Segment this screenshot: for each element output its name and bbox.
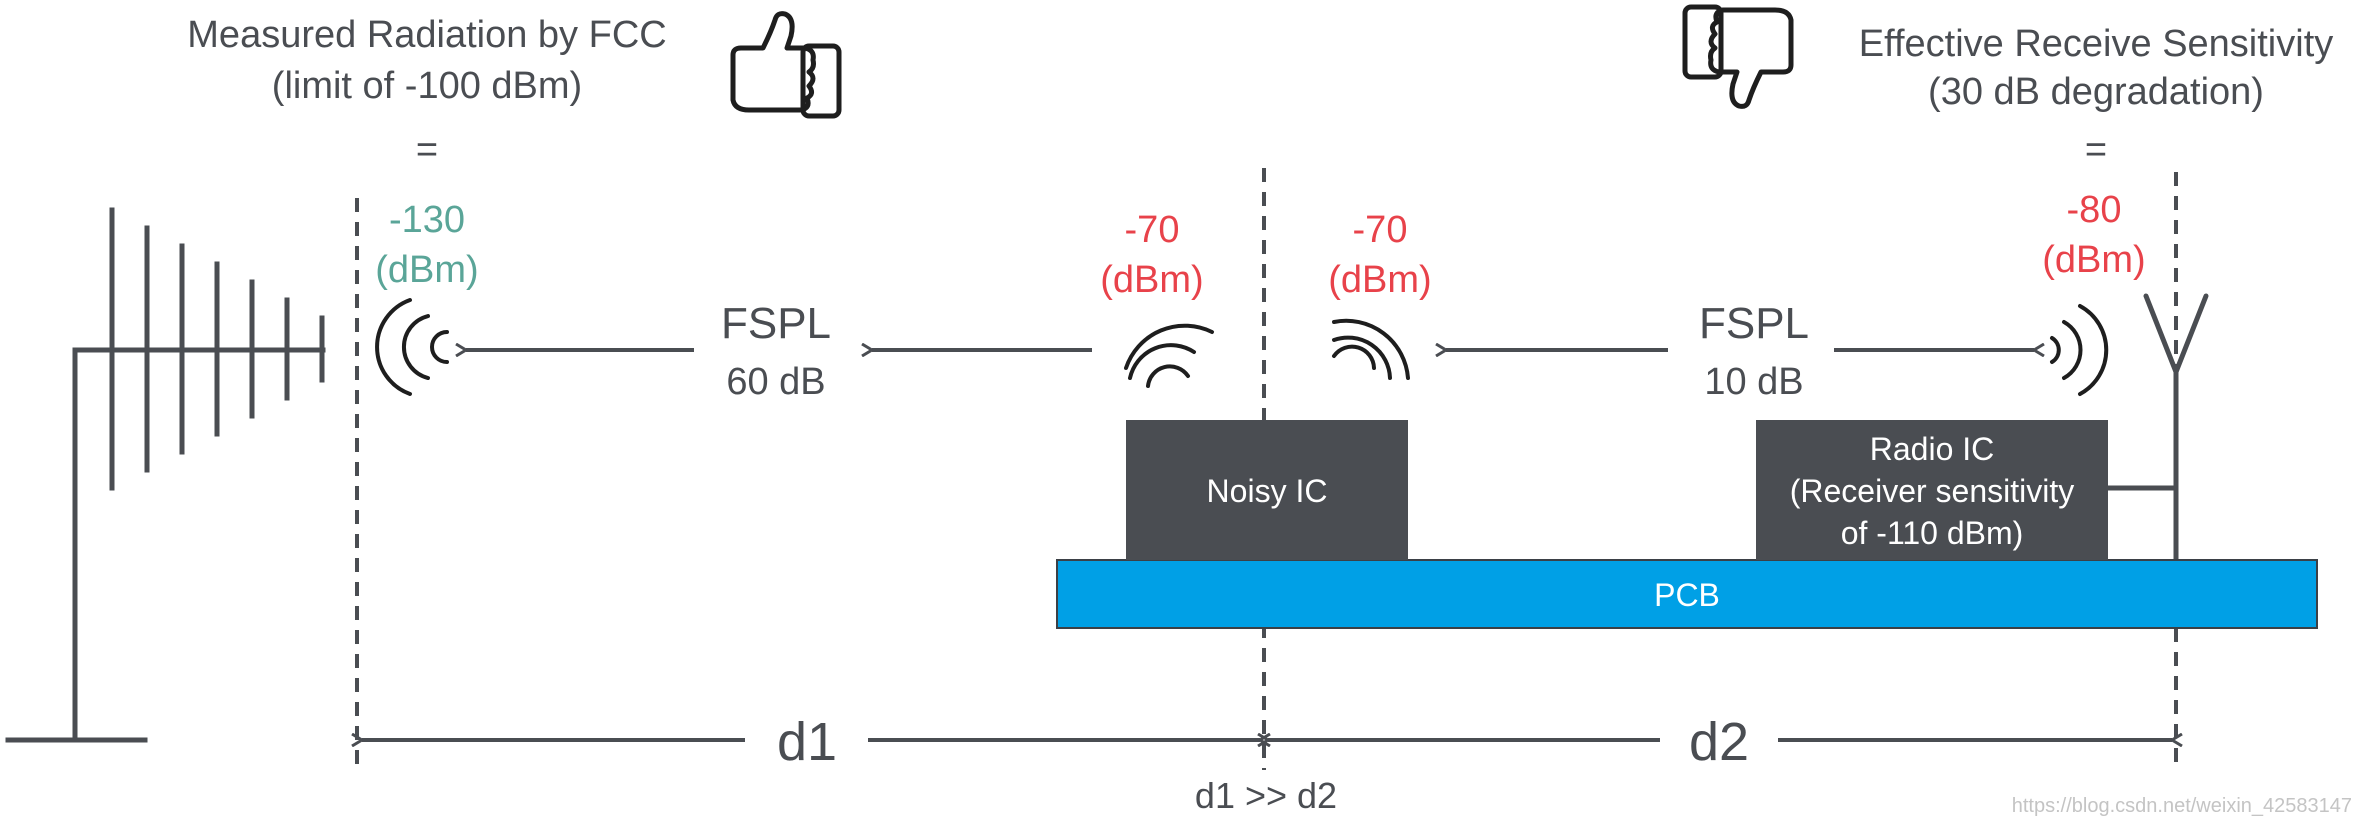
noisy-right-level-unit: (dBm) (1328, 259, 1431, 301)
fspl-left-value: 60 dB (726, 361, 825, 403)
noisy-left-wave-icon (1124, 323, 1214, 388)
thumbs-up-icon (730, 11, 842, 119)
d2-label: d2 (1689, 712, 1749, 772)
measured-level-value: -130 (389, 199, 465, 241)
distance-relation-label: d1 >> d2 (1195, 775, 1337, 816)
noisy-left-level-unit: (dBm) (1100, 259, 1203, 301)
fspl-right-label: FSPL (1699, 299, 1809, 348)
radio-ic-label: Radio IC (1870, 431, 1995, 467)
radio-ic-chip (1756, 420, 2108, 560)
d1-label: d1 (777, 712, 837, 772)
fspl-left-label: FSPL (721, 299, 831, 348)
receive-antenna-icon (2105, 293, 2209, 563)
measurement-antenna-icon (5, 207, 326, 743)
pcb-label: PCB (1654, 577, 1720, 613)
noisy-left-level-value: -70 (1125, 209, 1180, 251)
fcc-equals: = (416, 129, 438, 171)
thumbs-down-icon (1682, 4, 1794, 109)
noisy-right-level-value: -70 (1353, 209, 1408, 251)
radio-ic-sensitivity-value: of -110 dBm) (1841, 515, 2024, 551)
fcc-title: Measured Radiation by FCC (187, 14, 666, 56)
sensitivity-title: Effective Receive Sensitivity (1859, 23, 2334, 65)
measured-level-unit: (dBm) (375, 249, 478, 291)
receive-level-value: -80 (2067, 189, 2122, 231)
received-wave-icon (375, 298, 449, 396)
sensitivity-equals: = (2085, 129, 2107, 171)
noisy-ic-label: Noisy IC (1207, 473, 1328, 509)
pcb-board (1056, 559, 2318, 629)
receive-level-unit: (dBm) (2042, 239, 2145, 281)
fcc-limit: (limit of -100 dBm) (272, 65, 582, 107)
fspl-right-value: 10 dB (1704, 361, 1803, 403)
noisy-ic-chip (1126, 420, 1408, 560)
radio-ic-sensitivity-line: (Receiver sensitivity (1790, 473, 2075, 509)
sensitivity-degradation: (30 dB degradation) (1928, 71, 2264, 113)
watermark-url: https://blog.csdn.net/weixin_42583147 (2012, 795, 2352, 817)
noisy-right-wave-icon (1332, 318, 1410, 380)
receiver-wave-icon (2050, 304, 2109, 396)
